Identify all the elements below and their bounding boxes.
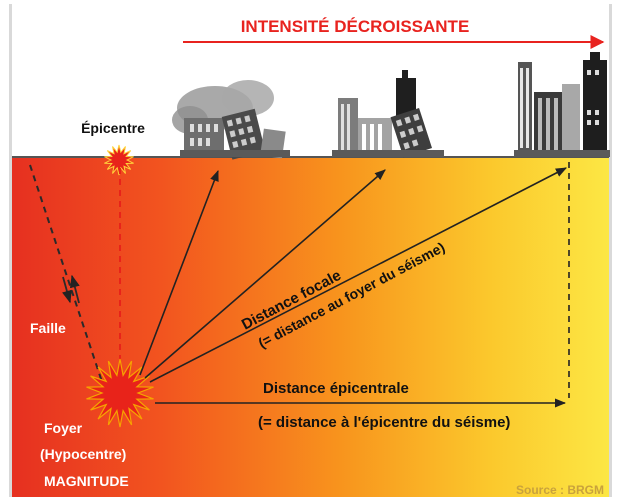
- epicentre-label: Épicentre: [81, 120, 145, 136]
- fault-line: [29, 164, 109, 401]
- left-border: [9, 4, 12, 497]
- building-group-far: [514, 52, 610, 157]
- hypocentre-label: (Hypocentre): [40, 446, 126, 462]
- fault-arrow-up: [69, 274, 80, 304]
- fault-label: Faille: [30, 320, 66, 336]
- epicentre-star: [104, 144, 134, 176]
- ray-to-middle-building: [144, 169, 386, 379]
- epicentral-distance-title: Distance épicentrale: [263, 380, 409, 397]
- epicentral-distance-subtitle: (= distance à l'épicentre du séisme): [258, 414, 510, 431]
- building-group-middle: [332, 70, 444, 158]
- magnitude-label: MAGNITUDE: [44, 473, 129, 489]
- source-label: Source : BRGM: [516, 483, 604, 497]
- ground-layer: [12, 157, 609, 497]
- focus-star: [86, 358, 154, 428]
- focus-label: Foyer: [44, 420, 83, 436]
- right-border: [609, 4, 612, 497]
- ray-focal-distance: [149, 167, 567, 383]
- building-group-near: [172, 80, 290, 160]
- title-text: INTENSITÉ DÉCROISSANTE: [241, 17, 470, 36]
- fault-arrow-down: [62, 276, 72, 304]
- ray-to-near-building: [139, 169, 219, 376]
